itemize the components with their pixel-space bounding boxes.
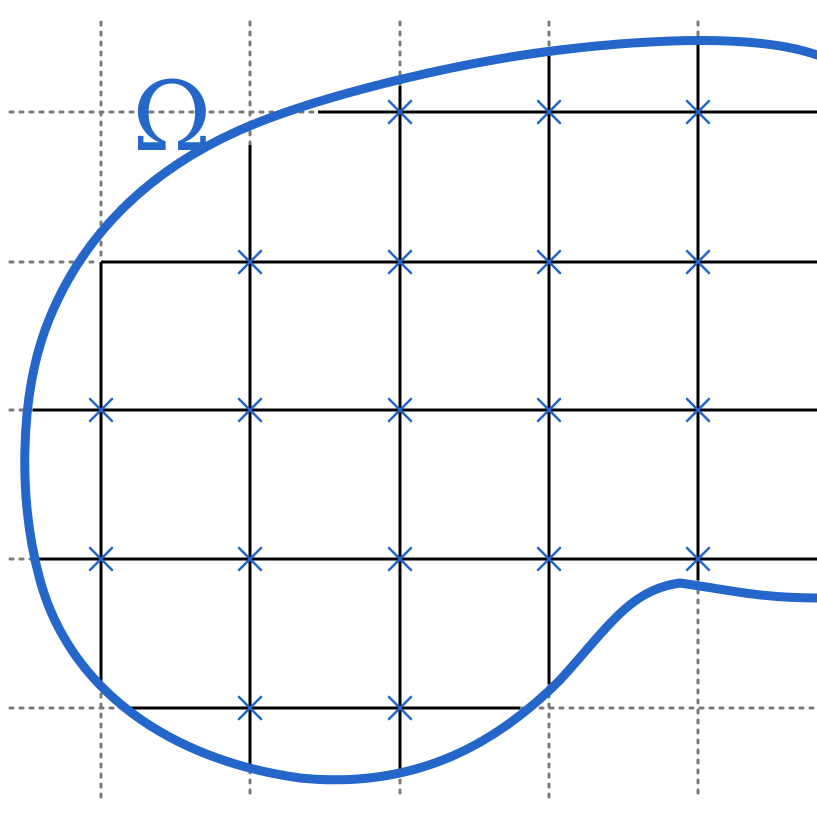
- interior-node-cross-mark: [685, 397, 711, 423]
- interior-node-cross-mark: [536, 546, 562, 572]
- interior-node-cross-mark: [685, 546, 711, 572]
- interior-node-cross-mark: [536, 99, 562, 125]
- interior-node-cross-mark: [237, 546, 263, 572]
- interior-node-markers: [88, 99, 711, 721]
- interior-node-cross-mark: [387, 99, 413, 125]
- interior-node-cross-mark: [237, 397, 263, 423]
- interior-node-cross-mark: [685, 99, 711, 125]
- interior-node-cross-mark: [536, 249, 562, 275]
- interior-node-cross-mark: [387, 546, 413, 572]
- interior-node-cross-mark: [88, 397, 114, 423]
- interior-node-cross-mark: [237, 249, 263, 275]
- interior-node-cross-mark: [685, 249, 711, 275]
- interior-node-cross-mark: [387, 695, 413, 721]
- interior-node-cross-mark: [536, 397, 562, 423]
- interior-node-cross-mark: [387, 249, 413, 275]
- solid-grid: [33, 40, 817, 772]
- interior-node-cross-mark: [237, 695, 263, 721]
- domain-label-omega: Ω: [132, 61, 212, 173]
- dotted-grid: [8, 20, 817, 802]
- interior-node-cross-mark: [88, 546, 114, 572]
- interior-node-cross-mark: [387, 397, 413, 423]
- domain-boundary-curve: [20, 35, 817, 785]
